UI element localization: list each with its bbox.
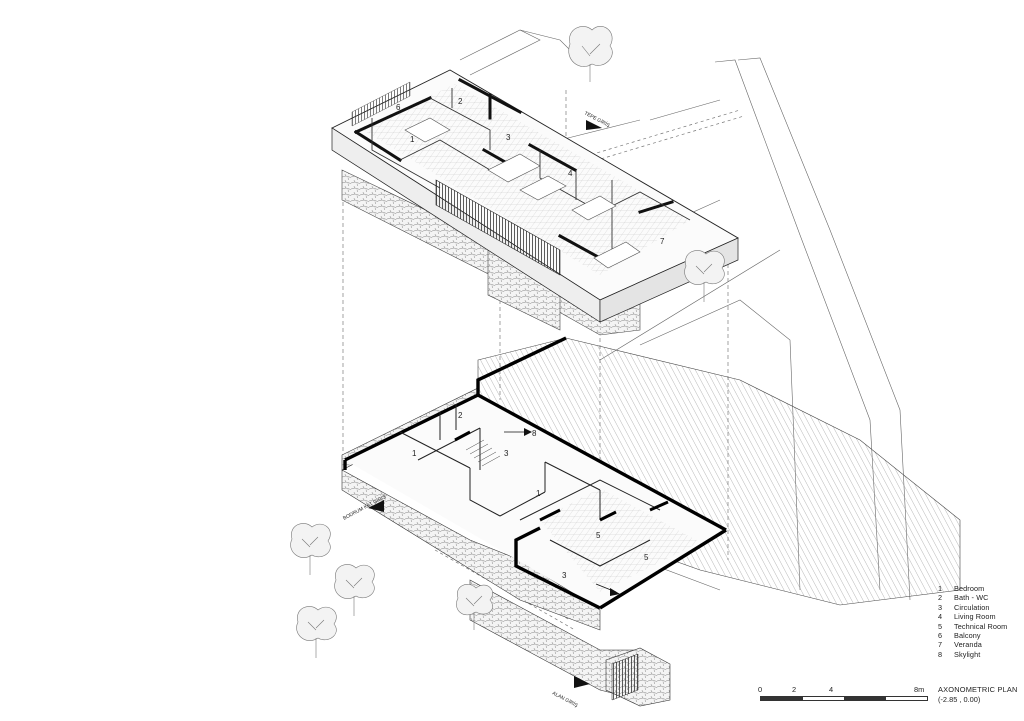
tepe-entrance-marker: TEPE GİRİŞ [583, 110, 612, 130]
upper-room-3: 3 [506, 133, 511, 142]
upper-room-2: 2 [458, 97, 463, 106]
lower-room-5b: 5 [644, 553, 649, 562]
plan-title: AXONOMETRIC PLAN [938, 685, 1018, 694]
scale-tick-2: 2 [792, 685, 797, 694]
lower-room-1b: 1 [536, 489, 541, 498]
scale-bar [760, 696, 928, 701]
lower-room-2: 2 [458, 411, 463, 420]
lower-room-3a: 3 [504, 449, 509, 458]
lower-room-numbers: 1 1 2 3 3 5 5 8 [412, 411, 649, 580]
scale-block: 0 2 4 8m AXONOMETRIC PLAN (-2.85 , 0.00) [758, 685, 1022, 715]
upper-floor-plan [331, 69, 739, 336]
alan-entrance-label: ALAN GİRİŞ [551, 690, 580, 710]
lower-room-3b: 3 [562, 571, 567, 580]
scale-tick-0: 0 [758, 685, 763, 694]
scale-tick-4: 4 [829, 685, 834, 694]
lower-room-1a: 1 [412, 449, 417, 458]
upper-room-4: 4 [568, 169, 573, 178]
scale-tick-8: 8m [914, 685, 925, 694]
lower-room-5a: 5 [596, 531, 601, 540]
trees [290, 26, 725, 658]
upper-room-numbers: 1 2 3 4 6 7 [396, 97, 665, 246]
lower-room-8: 8 [532, 429, 537, 438]
upper-room-7: 7 [660, 237, 665, 246]
lower-floor-plan [341, 336, 727, 701]
upper-room-6: 6 [396, 103, 401, 112]
upper-room-1: 1 [410, 135, 415, 144]
plan-coordinates: (-2.85 , 0.00) [938, 695, 981, 704]
